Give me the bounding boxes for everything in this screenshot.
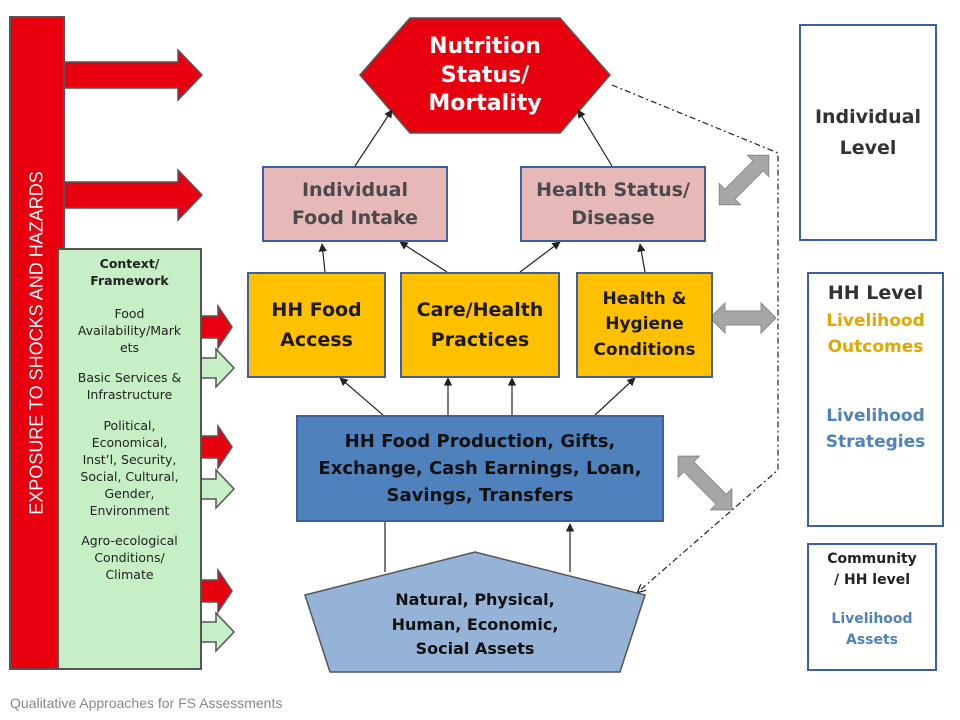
assets-node: Natural, Physical, Human, Economic, Soci… bbox=[391, 589, 559, 659]
hh-livelihood-outcomes: Livelihood Outcomes bbox=[826, 311, 925, 358]
context-item-political: Political, Economical, Inst’l, Security,… bbox=[80, 418, 179, 518]
community-livelihood-assets: Livelihood Assets bbox=[831, 611, 913, 648]
double-arrow-individual bbox=[718, 154, 770, 206]
exposure-label: EXPOSURE TO SHOCKS AND HAZARDS bbox=[26, 171, 47, 515]
context-item-agro-ecological: Agro-ecological Conditions/ Climate bbox=[81, 533, 178, 583]
exposure-arrow-1 bbox=[61, 48, 204, 102]
community-level-title: Community / HH level bbox=[827, 551, 917, 588]
footer-caption: Qualitative Approaches for FS Assessment… bbox=[10, 695, 283, 711]
context-title: Context/ Framework bbox=[90, 256, 169, 288]
double-arrow-community bbox=[677, 455, 733, 511]
health-status-node: Health Status/ Disease bbox=[520, 166, 706, 242]
context-item-food-availability: Food Availability/Mark ets bbox=[77, 305, 182, 355]
nutrition-status-node: Nutrition Status/ Mortality bbox=[428, 34, 542, 117]
individual-food-intake-node: Individual Food Intake bbox=[262, 166, 448, 242]
arrow-prod-to-access bbox=[339, 377, 384, 416]
double-arrow-hh bbox=[709, 301, 777, 335]
arrow-intake-to-nutrition bbox=[354, 109, 393, 167]
hh-level-box: HH Level Livelihood Outcomes Livelihood … bbox=[807, 272, 944, 527]
care-health-practices-node: Care/Health Practices bbox=[400, 272, 560, 378]
hh-livelihood-strategies: Livelihood Strategies bbox=[825, 405, 926, 453]
hh-level-title: HH Level bbox=[827, 282, 924, 304]
context-panel: Context/ Framework Food Availability/Mar… bbox=[57, 248, 202, 670]
assets-pentagon bbox=[304, 551, 646, 673]
arrow-hygiene-to-health bbox=[637, 243, 646, 273]
arrow-health-to-nutrition bbox=[577, 109, 613, 167]
arrow-care-to-intake bbox=[399, 241, 448, 273]
community-level-box: Community / HH level Livelihood Assets bbox=[807, 543, 937, 671]
hh-food-production-node: HH Food Production, Gifts, Exchange, Cas… bbox=[296, 415, 664, 522]
exposure-arrow-2 bbox=[61, 168, 204, 222]
nutrition-hexagon bbox=[359, 17, 611, 134]
dashdot-connector bbox=[611, 84, 779, 592]
health-hygiene-node: Health & Hygiene Conditions bbox=[576, 272, 713, 378]
context-item-basic-services: Basic Services & Infrastructure bbox=[77, 370, 182, 403]
arrow-care-to-health bbox=[519, 241, 561, 273]
individual-level-box: Individual Level bbox=[799, 24, 937, 241]
hh-food-access-node: HH Food Access bbox=[247, 272, 386, 378]
exposure-bar: EXPOSURE TO SHOCKS AND HAZARDS bbox=[9, 16, 65, 670]
arrow-access-to-intake bbox=[318, 243, 327, 273]
arrow-prod-to-hygiene bbox=[594, 377, 636, 416]
